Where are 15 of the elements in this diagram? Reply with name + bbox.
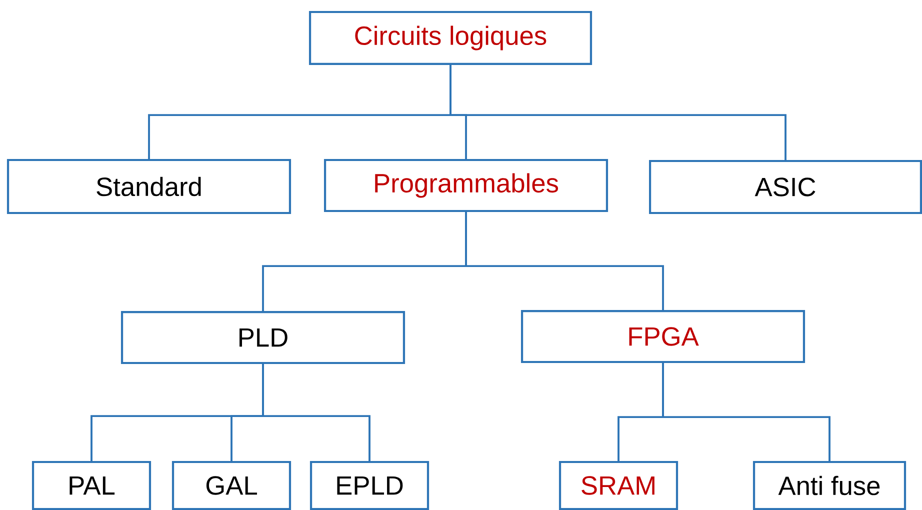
category-box: ASIC — [648, 160, 922, 214]
category-box: EPLD — [310, 460, 430, 510]
category-box: Standard — [6, 158, 292, 214]
category-box: GAL — [172, 460, 292, 510]
connector-line — [450, 65, 786, 160]
connector-line — [465, 212, 664, 310]
connector-line — [662, 363, 830, 461]
category-box: Circuits logiques — [308, 10, 592, 66]
category-box: PLD — [120, 310, 406, 364]
category-box: PAL — [32, 460, 152, 510]
category-box: SRAM — [558, 460, 678, 510]
category-box: Anti fuse — [752, 460, 906, 510]
category-box: Programmables — [324, 158, 608, 212]
category-box: FPGA — [520, 310, 806, 364]
connector-line — [262, 364, 370, 461]
